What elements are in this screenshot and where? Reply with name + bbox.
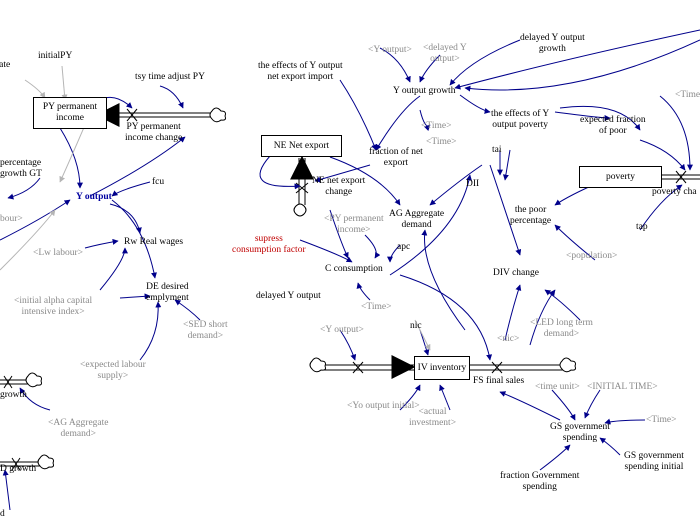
var-gs-government-spending[interactable]: GS government spending [550, 422, 610, 443]
var-time-5[interactable]: <Time> [646, 415, 677, 425]
var-gs-government-spending-initial[interactable]: GS government spending initial [624, 451, 684, 472]
var-initial-py[interactable]: initialPY [38, 51, 73, 61]
var-d-bottom[interactable]: d [0, 509, 5, 519]
stock-label: NE Net export [273, 140, 330, 151]
var-ag-aggregate-demand[interactable]: AG Aggregate demand [389, 209, 445, 230]
var-c-consumption[interactable]: C consumption [325, 264, 383, 274]
var-y-output-shadow-top[interactable]: <Y output> [368, 45, 412, 55]
var-population[interactable]: <population> [566, 251, 618, 261]
var-time-2[interactable]: <Time> [421, 121, 452, 131]
var-ne-net-export-change[interactable]: NE net export change [312, 176, 366, 197]
var-time-4[interactable]: <Time> [361, 302, 392, 312]
var-expected-labour-supply[interactable]: <expected labour supply> [80, 360, 146, 381]
var-dii[interactable]: DII [466, 179, 480, 189]
var-fs-final-sales[interactable]: FS final sales [473, 376, 525, 386]
var-initial-time[interactable]: <INITIAL TIME> [587, 382, 658, 392]
var-delayed-y-output-growth[interactable]: delayed Y output growth [520, 33, 585, 54]
var-supress-consumption-factor[interactable]: supress consumption factor [232, 234, 306, 255]
var-led-long-term-demand[interactable]: <LED long term demand> [530, 318, 593, 339]
var-initial-alpha[interactable]: <initial alpha capital intensive index> [14, 296, 93, 317]
var-time-1[interactable]: <Time> [675, 90, 700, 100]
stock-ne-net-export[interactable]: NE Net export [261, 135, 342, 157]
var-time-3[interactable]: <Time> [426, 137, 457, 147]
var-py-permanent-income-change[interactable]: PY permanent income change [125, 122, 183, 143]
var-y-output[interactable]: Y output [76, 192, 112, 202]
var-delayed-y-output-shadow[interactable]: <delayed Y output> [423, 43, 467, 64]
flow-pipes [0, 103, 700, 467]
var-nic[interactable]: nic [410, 321, 422, 331]
var-poverty-change[interactable]: poverty cha [652, 187, 697, 197]
stock-label: PY permanent income [42, 102, 98, 123]
var-time-unit[interactable]: <time unit> [535, 382, 580, 392]
var-py-permanent-income-shadow[interactable]: <PY permanent income> [324, 214, 384, 235]
var-tai[interactable]: tai [492, 145, 502, 155]
causal-links [0, 29, 700, 511]
var-de-desired-employment[interactable]: DE desired emplyment [146, 282, 189, 303]
var-apc[interactable]: apc [397, 242, 411, 252]
var-effects-y-output-poverty[interactable]: the effects of Y output poverty [491, 109, 550, 130]
var-sed-short-demand[interactable]: <SED short demand> [183, 320, 228, 341]
var-tsy-time-adjust-py[interactable]: tsy time adjust PY [135, 72, 205, 82]
stock-py-permanent-income[interactable]: PY permanent income [33, 97, 107, 129]
var-yo-output-initial[interactable]: <Yo output initial> [347, 401, 420, 411]
var-percentage-growth-gt[interactable]: percentage growth GT [0, 158, 42, 179]
var-expected-fraction-of-poor[interactable]: expected fraction of poor [580, 115, 646, 136]
stock-poverty[interactable]: poverty [579, 166, 662, 188]
var-d-growth[interactable]: D growth [0, 464, 37, 474]
var-effects-y-output-net-export[interactable]: the effects of Y output net export impor… [258, 61, 343, 82]
gray-links [0, 65, 431, 351]
var-fraction-government-spending[interactable]: fraction Government spending [500, 471, 580, 492]
var-y-output-growth[interactable]: Y output growth [393, 86, 456, 96]
var-actual-investment[interactable]: <actual investment> [409, 407, 457, 428]
var-nic-shadow[interactable]: <nic> [497, 334, 520, 344]
var-ag-aggregate-demand-shadow[interactable]: <AG Aggregate demand> [48, 418, 109, 439]
var-fcu[interactable]: fcu [152, 177, 165, 187]
var-y-output-shadow-mid[interactable]: <Y output> [320, 325, 364, 335]
var-div-change[interactable]: DIV change [493, 268, 539, 278]
stock-label: poverty [605, 171, 636, 182]
flow-valves [3, 108, 687, 471]
var-growth-left[interactable]: growth [0, 390, 27, 400]
var-fraction-of-net-export[interactable]: fraction of net export [369, 147, 423, 168]
stock-iv-inventory[interactable]: IV inventory [414, 356, 470, 380]
var-delayed-y-output[interactable]: delayed Y output [256, 291, 321, 301]
var-tap[interactable]: tap [636, 222, 648, 232]
var-labour-shadow[interactable]: bour> [0, 214, 23, 224]
clouds [25, 107, 576, 470]
stock-label: IV inventory [417, 362, 467, 373]
var-rate[interactable]: rate [0, 60, 11, 70]
var-the-poor-percentage[interactable]: the poor percentage [510, 205, 552, 226]
var-lw-labour[interactable]: <Lw labour> [33, 248, 84, 258]
var-rw-real-wages[interactable]: Rw Real wages [124, 237, 184, 247]
